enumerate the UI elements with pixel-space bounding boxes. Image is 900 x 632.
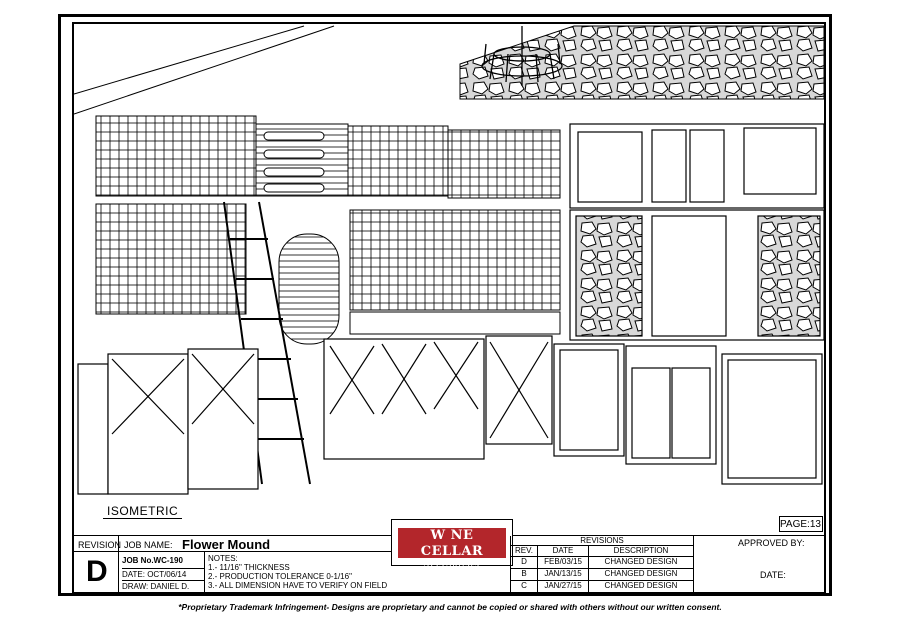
arch-recess	[278, 233, 340, 345]
rev-row-2-desc: CHANGED DESIGN	[589, 569, 693, 581]
rev-row-2-rev: B	[511, 569, 538, 581]
view-label: ISOMETRIC	[103, 504, 183, 519]
company-logo: W NE CELLAR SPeCialists	[391, 519, 513, 569]
note-2: 2.- PRODUCTION TOLERANCE 0-1/16"	[208, 572, 352, 581]
revisions-table: REVISIONS REV. DATE DESCRIPTION D FEB/03…	[510, 536, 769, 594]
note-3: 3.- ALL DIMENSION HAVE TO VERIFY ON FIEL…	[208, 581, 388, 590]
revision-row-border	[74, 536, 510, 552]
rev-row-1-date: FEB/03/15	[538, 557, 589, 569]
approval-divider	[693, 536, 694, 594]
ceiling-lines	[74, 25, 335, 115]
bottles-display	[263, 131, 325, 193]
page-number: PAGE:13	[779, 516, 823, 532]
rev-row-3-desc: CHANGED DESIGN	[604, 581, 678, 590]
rev-header-rev: REV.	[511, 546, 538, 557]
rev-row-1-desc: CHANGED DESIGN	[589, 557, 693, 569]
revision-letter: D	[86, 555, 108, 588]
job-name-label: JOB NAME:	[124, 540, 173, 550]
logo-sub-text: SPeCialists	[423, 559, 481, 569]
job-number: JOB No.WC-190	[122, 556, 204, 569]
rev-row-2-date: JAN/13/15	[538, 569, 589, 581]
right-middle-stone-shelves	[569, 209, 824, 341]
right-upper-cabinets	[569, 123, 824, 209]
drawn-by: DRAW: DANIEL D.	[122, 582, 190, 591]
notes-label: NOTES:	[208, 554, 238, 563]
title-block: REVISION JOB NAME: Flower Mound D JOB No…	[74, 519, 824, 594]
rev-row-1-rev: D	[511, 557, 538, 569]
isometric-drawing	[74, 25, 824, 495]
center-upper-cubby-rack	[347, 125, 449, 197]
revision-label-divider	[118, 536, 119, 594]
revision-label: REVISION	[78, 540, 122, 550]
right-lower-cabinets	[553, 343, 823, 485]
note-1: 1.- 11/16" THICKNESS	[208, 563, 290, 572]
left-x-cabinets	[77, 335, 553, 495]
approved-by-label: APPROVED BY:	[738, 538, 805, 548]
rev-header-description: DESCRIPTION	[589, 546, 693, 557]
inner-frame	[72, 22, 826, 594]
left-upper-cubby-rack	[95, 115, 257, 197]
revisions-title: REVISIONS	[511, 536, 693, 546]
rev-header-date: DATE	[538, 546, 589, 557]
notes-divider	[204, 552, 205, 594]
job-name: Flower Mound	[182, 537, 271, 552]
rev-row-3-rev: C	[511, 581, 538, 593]
outer-frame	[58, 14, 832, 596]
chandelier	[481, 26, 563, 86]
disclaimer-text: *Proprietary Trademark Infringement- Des…	[178, 602, 722, 612]
logo-main-text: W NE CELLAR	[420, 527, 484, 559]
corner-upper-cubby-rack	[447, 129, 561, 199]
approval-date-label: DATE:	[760, 570, 786, 580]
bottle-shelf	[349, 311, 561, 335]
center-lower-cubby-rack	[349, 209, 561, 311]
job-date: DATE: OCT/06/14	[122, 570, 204, 581]
left-lower-cubby-rack	[95, 203, 247, 315]
stone-wall-panel	[459, 25, 824, 100]
rev-row-3-date: JAN/27/15	[538, 581, 589, 593]
